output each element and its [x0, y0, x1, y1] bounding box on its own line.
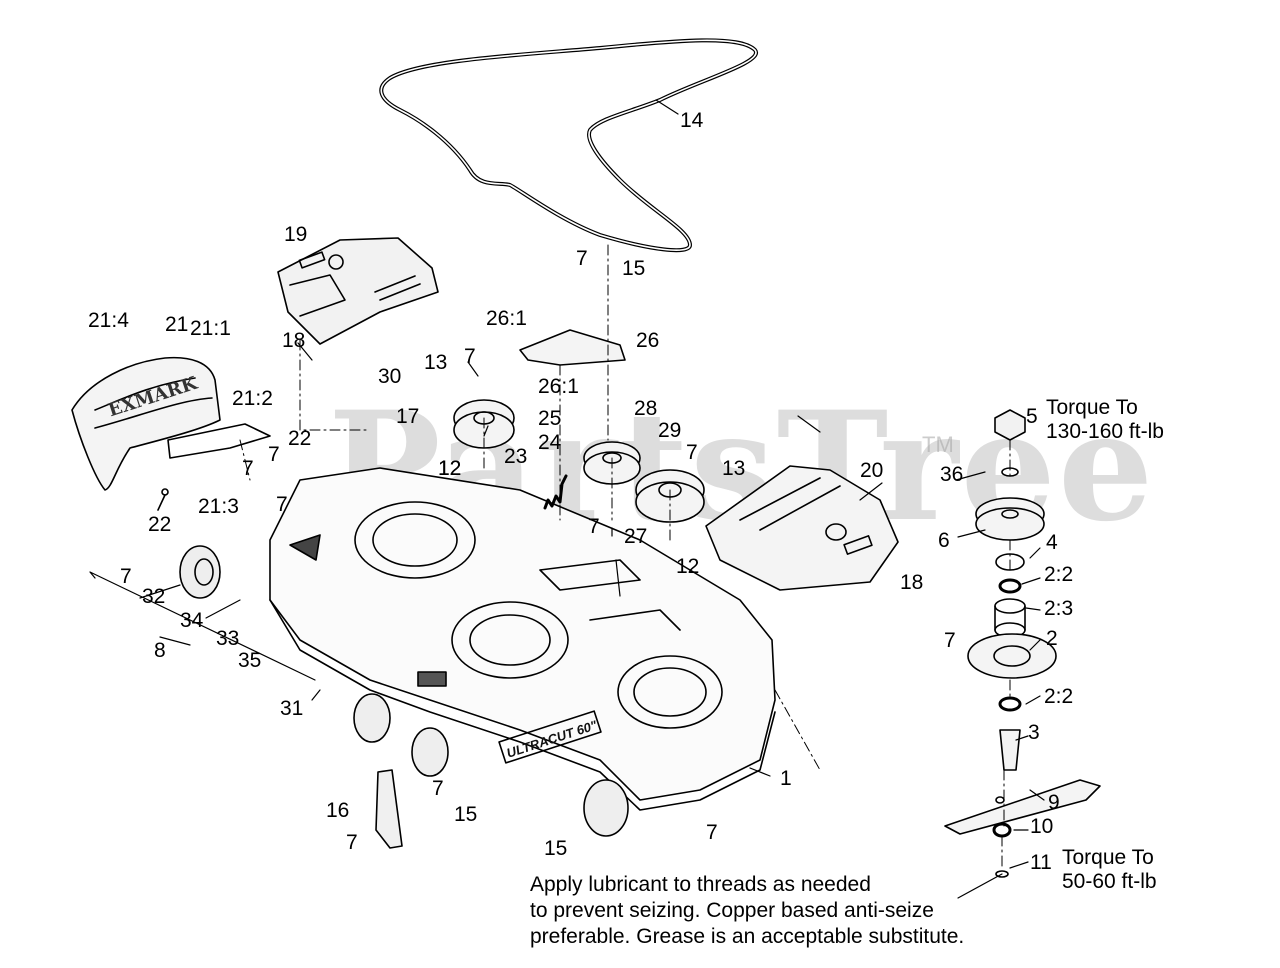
part-callout: 15 [622, 257, 646, 280]
part-callout: 24 [538, 431, 562, 454]
part-callout: 22 [148, 513, 172, 536]
spindle-assembly [967, 409, 1057, 804]
part-callout: 28 [634, 397, 658, 420]
part-callout: 26:1 [486, 307, 527, 330]
belt-cover-left [277, 237, 439, 345]
part-callout: 12 [676, 555, 700, 578]
mower-blade [944, 779, 1101, 835]
part-callout: 18 [900, 571, 924, 594]
drive-belt [379, 38, 758, 253]
torque-note-blade-bolt: Torque To 50-60 ft-lb [1062, 846, 1157, 894]
belt-cover-right [705, 465, 899, 591]
part-callout: 7 [944, 629, 956, 652]
part-callout: 7 [276, 493, 288, 516]
part-callout: 4 [1046, 531, 1058, 554]
part-callout: 30 [378, 365, 402, 388]
torque-note-blade-bolt-line2: 50-60 ft-lb [1062, 870, 1157, 893]
assembly-leader-lines [239, 244, 1011, 871]
anti-scalp-wheel [353, 693, 629, 837]
part-callout: 9 [1048, 791, 1060, 814]
part-callout: 26 [636, 329, 660, 352]
bracket [375, 769, 403, 849]
part-callout: 7 [432, 777, 444, 800]
part-callout: 7 [588, 515, 600, 538]
part-callout: 31 [280, 697, 304, 720]
part-callout: 35 [238, 649, 262, 672]
part-callout: 29 [658, 419, 682, 442]
part-callout: 12 [438, 457, 462, 480]
part-callout: 14 [680, 109, 704, 132]
part-callout: 32 [142, 585, 166, 608]
part-callout: 2:2 [1044, 563, 1074, 586]
part-callout: 21:4 [88, 309, 129, 332]
part-callout: 34 [180, 609, 204, 632]
part-callout: 2:2 [1044, 685, 1074, 708]
part-callout: 10 [1030, 815, 1054, 838]
mower-deck: ULTRACUT 60" [269, 467, 776, 811]
gauge-wheel-left [179, 545, 221, 599]
part-callout: 25 [538, 407, 562, 430]
part-callout: 2 [1046, 627, 1058, 650]
part-callout: 8 [154, 639, 166, 662]
deck-cover: EXMARK [71, 356, 271, 511]
part-callout: 17 [396, 405, 420, 428]
torque-note-spindle-nut-line2: 130-160 ft-lb [1046, 420, 1164, 443]
part-callout: 27 [624, 525, 648, 548]
watermark-trademark: TM [922, 432, 954, 457]
idler-arm [519, 329, 626, 366]
part-callout: 7 [346, 831, 358, 854]
lubricant-note: Apply lubricant to threads as needed to … [530, 872, 964, 950]
part-callout: 15 [544, 837, 568, 860]
part-callout: 2:3 [1044, 597, 1074, 620]
part-callout: 11 [1030, 851, 1052, 874]
part-callout: 19 [284, 223, 308, 246]
part-callout: 7 [706, 821, 718, 844]
torque-note-spindle-nut: Torque To 130-160 ft-lb [1046, 396, 1164, 444]
lubricant-note-line1: Apply lubricant to threads as needed [530, 873, 871, 896]
part-callout: 18 [282, 329, 306, 352]
part-callout: 7 [242, 457, 254, 480]
part-callout: 7 [120, 565, 132, 588]
part-callout: 20 [860, 459, 884, 482]
part-callout: 7 [576, 247, 588, 270]
callout-leaders [89, 99, 1045, 899]
part-callout: 21 [165, 313, 189, 336]
part-callout: 36 [940, 463, 964, 486]
part-callout: 33 [216, 627, 240, 650]
lubricant-note-line2: to prevent seizing. Copper based anti-se… [530, 899, 934, 922]
part-callout: 7 [686, 441, 698, 464]
part-callout: 6 [938, 529, 950, 552]
lubricant-note-line3: preferable. Grease is an acceptable subs… [530, 925, 965, 948]
part-callout: 3 [1028, 721, 1040, 744]
part-callout: 13 [722, 457, 746, 480]
part-callout: 21:3 [198, 495, 239, 518]
idler-spring [543, 474, 568, 510]
part-callout: 15 [454, 803, 478, 826]
part-callout: 23 [504, 445, 528, 468]
part-callout: 5 [1026, 405, 1038, 428]
part-callout: 7 [464, 345, 476, 368]
part-callout: 13 [424, 351, 448, 374]
part-callout: 1 [780, 767, 792, 790]
part-callout: 26:1 [538, 375, 579, 398]
part-callout: 12 [438, 457, 462, 480]
part-callout: 22 [288, 427, 312, 450]
part-callout: 7 [268, 443, 280, 466]
part-callout: 21:2 [232, 387, 273, 410]
part-callout: 21:1 [190, 317, 231, 340]
torque-note-blade-bolt-line1: Torque To [1062, 846, 1154, 869]
torque-note-spindle-nut-line1: Torque To [1046, 396, 1138, 419]
part-callout: 16 [326, 799, 350, 822]
